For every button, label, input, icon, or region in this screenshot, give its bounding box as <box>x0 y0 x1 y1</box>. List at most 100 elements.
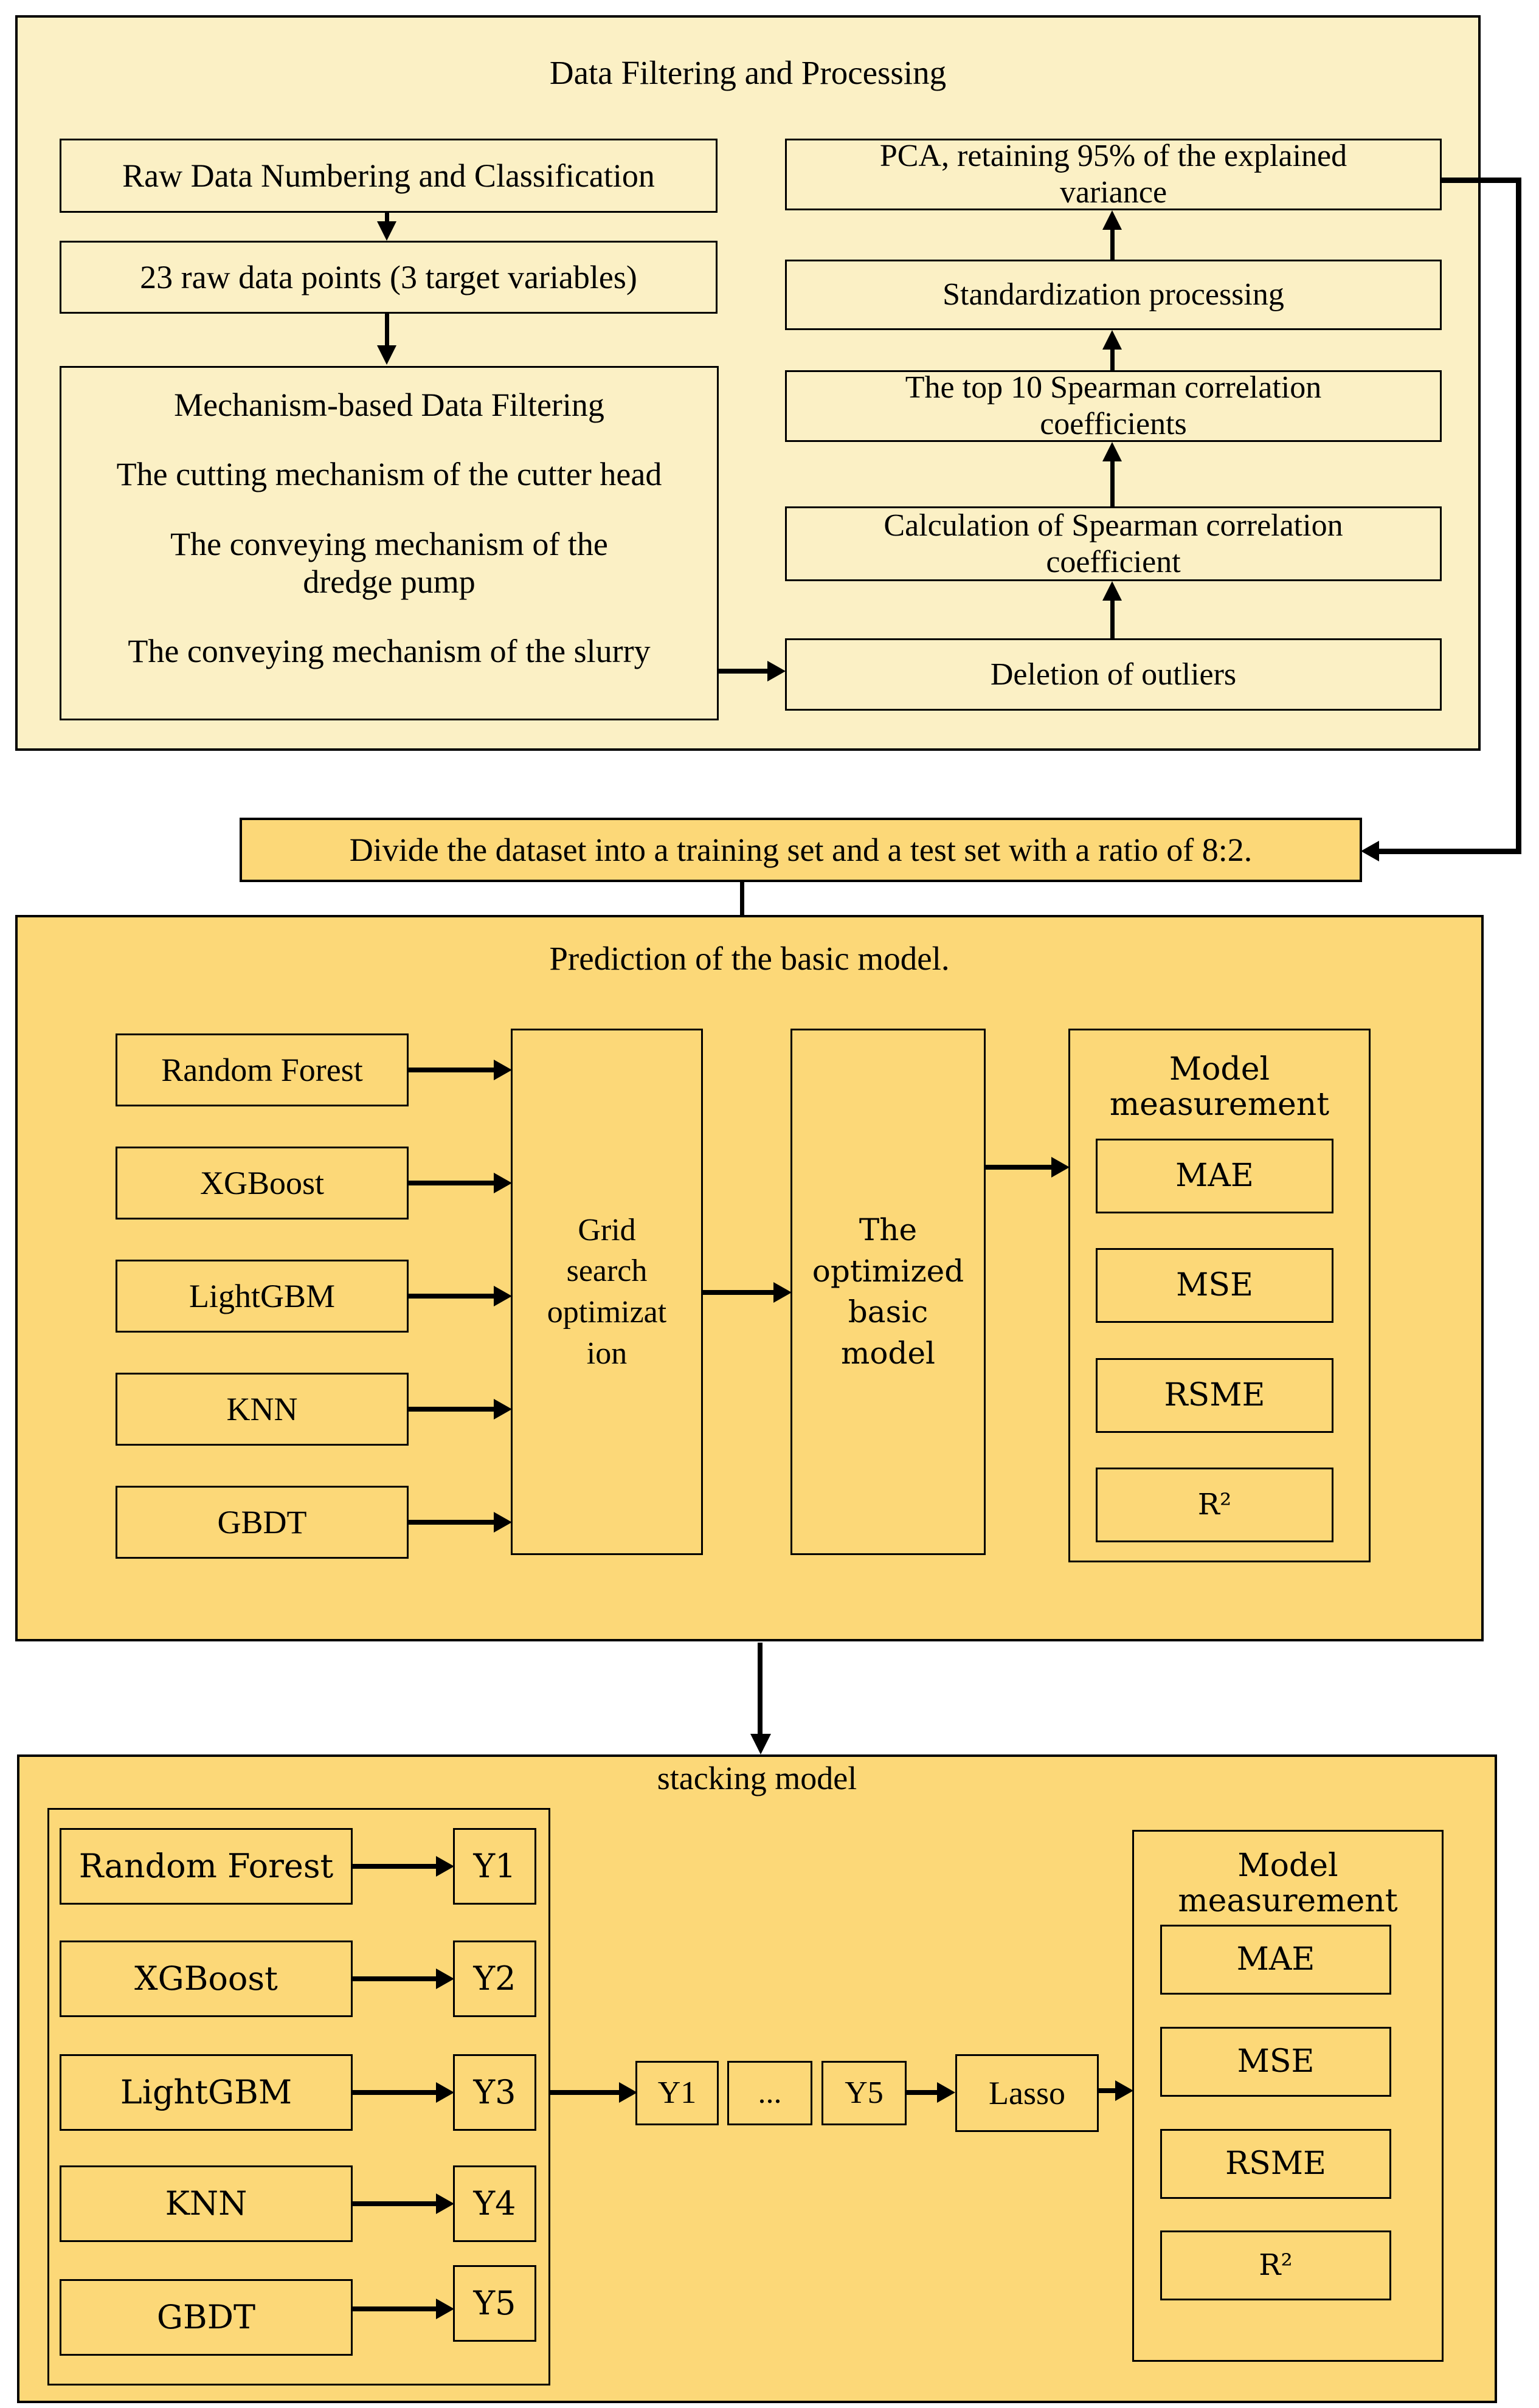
box-model-lightgbm: LightGBM <box>116 1260 409 1333</box>
box-model-knn: KNN <box>116 1373 409 1446</box>
arrow-right-icon <box>494 1060 512 1080</box>
arrow-shaft <box>409 1181 494 1185</box>
arrow-shaft <box>1110 600 1115 638</box>
arrow-right-icon <box>937 2082 955 2103</box>
box-stacking-lightgbm: LightGBM <box>60 2054 353 2131</box>
mechanism-item-dredge-pump: The conveying mechanism of the dredge pu… <box>170 525 608 600</box>
arrow-right-icon <box>494 1512 512 1533</box>
metric-box-rsme: RSME <box>1096 1358 1333 1433</box>
arrow-shaft <box>385 213 389 223</box>
box-stacking-xgboost: XGBoost <box>60 1941 353 2017</box>
arrow-shaft <box>758 1643 763 1735</box>
box-mechanism-filtering: Mechanism-based Data Filtering The cutti… <box>60 366 719 720</box>
mechanism-title: Mechanism-based Data Filtering <box>174 387 604 423</box>
arrow-shaft <box>385 314 389 347</box>
box-spearman-calculation: Calculation of Spearman correlation coef… <box>785 506 1442 581</box>
model-measurement-title: Model measurement <box>1109 1051 1330 1123</box>
arrow-right-icon <box>1115 2080 1133 2101</box>
arrow-shaft <box>1099 2088 1115 2093</box>
arrow-right-icon <box>436 1856 454 1877</box>
box-standardization: Standardization processing <box>785 260 1442 330</box>
arrow-right-icon <box>436 2193 454 2214</box>
arrow-right-icon <box>773 1282 792 1303</box>
arrow-shaft <box>353 1864 436 1869</box>
arrow-right-icon <box>436 1968 454 1989</box>
mechanism-item-slurry: The conveying mechanism of the slurry <box>128 632 651 669</box>
arrow-right-icon <box>494 1173 512 1193</box>
arrow-shaft <box>409 1520 494 1525</box>
arrow-right-icon <box>767 661 786 681</box>
box-model-random-forest: Random Forest <box>116 1033 409 1106</box>
arrow-down-icon <box>377 221 396 241</box>
stacking-measurement-panel <box>1132 1830 1444 2362</box>
metric-box-mae: MAE <box>1096 1139 1333 1213</box>
arrow-up-icon <box>1102 330 1122 350</box>
box-deletion-outliers: Deletion of outliers <box>785 638 1442 711</box>
arrow-right-icon <box>494 1399 512 1420</box>
arrow-shaft <box>1110 229 1115 260</box>
connector-pca-shaft <box>1442 178 1521 183</box>
arrow-shaft <box>353 2306 436 2311</box>
arrow-shaft <box>740 882 744 934</box>
model-measurement-panel <box>1068 1029 1371 1562</box>
section-stacking-title: stacking model <box>657 1760 857 1796</box>
arrow-up-icon <box>1102 210 1122 230</box>
stacking-metric-box-mse: MSE <box>1160 2027 1391 2097</box>
arrow-shaft <box>353 2090 436 2095</box>
stacking-inner-panel <box>47 1808 550 2386</box>
arrow-right-icon <box>494 1286 512 1306</box>
box-stacking-knn: KNN <box>60 2165 353 2242</box>
arrow-shaft <box>986 1165 1053 1170</box>
box-model-gbdt: GBDT <box>116 1486 409 1559</box>
box-model-xgboost: XGBoost <box>116 1147 409 1220</box>
arrow-left-icon <box>1361 841 1379 861</box>
box-output-y1: Y1 <box>453 1828 536 1905</box>
arrow-shaft <box>703 1290 775 1295</box>
arrow-right-icon <box>619 2082 637 2103</box>
metric-box-r2: R² <box>1096 1468 1333 1542</box>
stacking-metric-box-mae: MAE <box>1160 1925 1391 1995</box>
arrow-shaft <box>907 2090 937 2095</box>
box-combined-dots: ... <box>727 2061 812 2125</box>
arrow-shaft <box>550 2090 619 2095</box>
arrow-shaft <box>409 1294 494 1299</box>
box-output-y4: Y4 <box>453 2165 536 2242</box>
box-stacking-random-forest: Random Forest <box>60 1828 353 1905</box>
box-stacking-gbdt: GBDT <box>60 2279 353 2356</box>
box-raw-data-numbering: Raw Data Numbering and Classification <box>60 139 718 213</box>
metric-box-mse: MSE <box>1096 1248 1333 1323</box>
arrow-shaft <box>1110 461 1115 506</box>
arrow-shaft <box>353 2201 436 2206</box>
stacking-measurement-title: Model measurement <box>1178 1847 1398 1920</box>
box-pca: PCA, retaining 95% of the explained vari… <box>785 139 1442 210</box>
box-lasso: Lasso <box>955 2054 1099 2132</box>
box-top10-spearman: The top 10 Spearman correlation coeffici… <box>785 370 1442 442</box>
box-combined-y5: Y5 <box>821 2061 907 2125</box>
arrow-shaft <box>353 1976 436 1981</box>
box-combined-y1: Y1 <box>635 2061 719 2125</box>
arrow-shaft <box>409 1407 494 1412</box>
arrow-right-icon <box>436 2299 454 2319</box>
connector-pca-shaft <box>1516 178 1521 854</box>
arrow-up-icon <box>1102 581 1122 601</box>
arrow-shaft <box>409 1068 494 1072</box>
arrow-shaft <box>719 669 769 674</box>
box-grid-search: Grid search optimization <box>511 1029 703 1555</box>
stacking-metric-box-r2: R² <box>1160 2230 1391 2300</box>
section-basic-model-title: Prediction of the basic model. <box>549 940 950 977</box>
box-output-y5: Y5 <box>453 2265 536 2342</box>
arrow-down-icon <box>750 1734 771 1754</box>
arrow-right-icon <box>1051 1157 1070 1178</box>
arrow-up-icon <box>1102 442 1122 461</box>
arrow-shaft <box>1110 349 1115 370</box>
box-output-y3: Y3 <box>453 2054 536 2131</box>
box-output-y2: Y2 <box>453 1941 536 2017</box>
box-optimized-model: The optimized basic model <box>790 1029 986 1555</box>
stacking-metric-box-rsme: RSME <box>1160 2129 1391 2199</box>
box-raw-data-points: 23 raw data points (3 target variables) <box>60 241 718 314</box>
mechanism-item-cutter-head: The cutting mechanism of the cutter head <box>116 456 662 493</box>
section-data-filtering-title: Data Filtering and Processing <box>549 54 947 91</box>
connector-pca-shaft <box>1378 849 1521 854</box>
box-divide-dataset: Divide the dataset into a training set a… <box>240 818 1362 882</box>
